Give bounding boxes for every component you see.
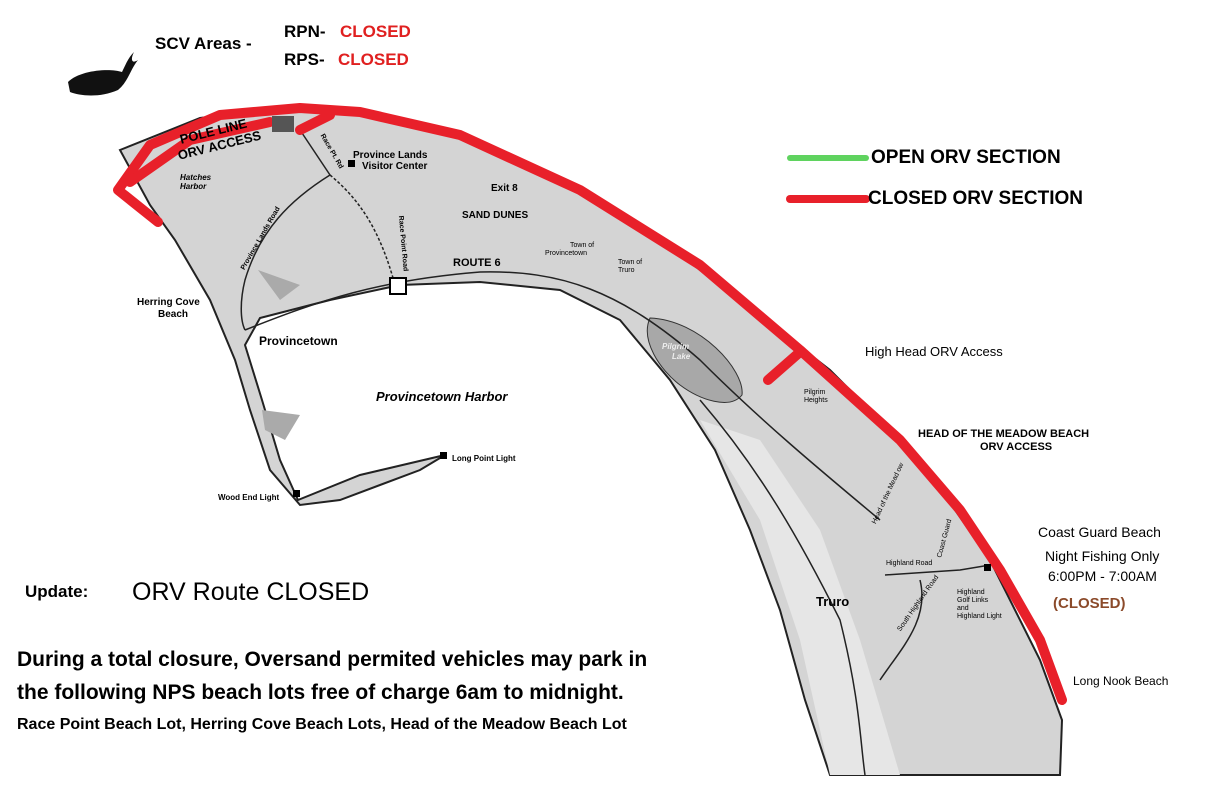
coast-guard-beach-label: Coast Guard Beach — [1038, 524, 1161, 540]
visitor-center-label-2: Visitor Center — [362, 161, 428, 172]
herring-cove-label-2: Beach — [158, 309, 189, 320]
legend-open-label: OPEN ORV SECTION — [871, 147, 1061, 168]
visitor-center-label-1: Province Lands — [353, 150, 428, 161]
highland-golf-label-2: Golf Links — [957, 597, 989, 604]
rpn-label: RPN- — [284, 22, 326, 41]
route6-shield-icon — [389, 277, 407, 295]
head-meadow-label-2: ORV ACCESS — [980, 441, 1053, 453]
whale-icon — [68, 52, 138, 96]
pilgrim-lake-label-2: Lake — [672, 352, 691, 361]
legend-closed-label: CLOSED ORV SECTION — [868, 188, 1084, 209]
visitor-center-marker — [348, 160, 355, 167]
closed-orv-route — [113, 103, 1067, 705]
route6-label: ROUTE 6 — [453, 257, 501, 269]
harbor-label: Harbor — [180, 182, 207, 191]
coast-guard-marker — [984, 564, 991, 571]
pilgrim-heights-label-2: Heights — [804, 397, 828, 404]
roads — [240, 129, 991, 776]
highland-road-label: Highland Road — [886, 560, 933, 567]
head-meadow-label-1: HEAD OF THE MEADOW BEACH — [918, 428, 1090, 440]
night-hours-label: 6:00PM - 7:00AM — [1048, 568, 1157, 584]
high-head-label: High Head ORV Access — [865, 344, 1003, 359]
update-status: ORV Route CLOSED — [132, 578, 370, 606]
notice-line-2: the following NPS beach lots free of cha… — [17, 681, 624, 704]
night-fishing-label: Night Fishing Only — [1045, 548, 1160, 564]
town-ptown-label-1: Town of — [570, 242, 595, 249]
wood-end-marker — [293, 490, 300, 497]
wood-end-label: Wood End Light — [218, 493, 280, 502]
night-status-label: (CLOSED) — [1053, 595, 1126, 612]
highland-golf-label-1: Highland — [957, 589, 985, 596]
hatches-label: Hatches — [180, 173, 212, 182]
provincetown-label: Provincetown — [259, 334, 338, 348]
scv-areas-label: SCV Areas - — [155, 34, 252, 53]
lower-cape-lighter — [700, 420, 900, 775]
update-label: Update: — [25, 582, 89, 601]
ponds — [258, 270, 300, 440]
harbor-name-label: Provincetown Harbor — [376, 389, 508, 404]
herring-cove-label-1: Herring Cove — [137, 297, 200, 308]
long-nook-label: Long Nook Beach — [1073, 674, 1169, 688]
pilgrim-lake-label-1: Pilgrim — [662, 342, 690, 351]
sand-dunes-label: SAND DUNES — [462, 210, 529, 221]
highland-golf-label-4: Highland Light — [957, 613, 1002, 620]
town-truro-label-2: Truro — [618, 267, 635, 274]
notice-line-1: During a total closure, Oversand permite… — [17, 648, 648, 671]
highland-golf-label-3: and — [957, 605, 969, 612]
long-point-label: Long Point Light — [452, 454, 516, 463]
rps-status: CLOSED — [338, 50, 409, 69]
pilgrim-heights-label-1: Pilgrim — [804, 389, 826, 396]
town-truro-label-1: Town of — [618, 259, 643, 266]
race-point-station — [272, 116, 294, 132]
pilgrim-lake — [646, 317, 743, 403]
rpn-status: CLOSED — [340, 22, 411, 41]
rps-label: RPS- — [284, 50, 325, 69]
truro-label: Truro — [816, 594, 850, 609]
notice-line-3: Race Point Beach Lot, Herring Cove Beach… — [17, 716, 627, 733]
town-ptown-label-2: Provincetown — [545, 250, 588, 257]
long-point-marker — [440, 452, 447, 459]
exit8-label: Exit 8 — [491, 183, 518, 194]
